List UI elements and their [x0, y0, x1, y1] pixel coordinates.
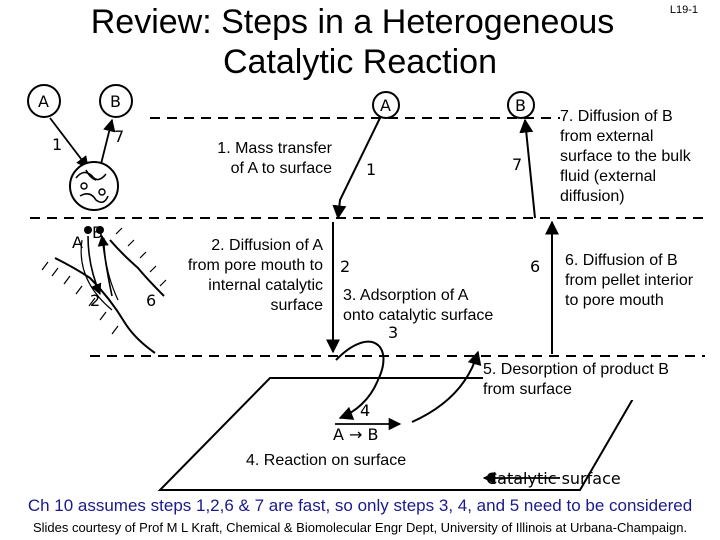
title-line-2: Catalytic Reaction — [222, 43, 497, 81]
label-a-small: A — [38, 92, 49, 111]
step-6-label: 6. Diffusion of B from pellet interior t… — [565, 252, 694, 309]
label-num1-main: 1 — [366, 160, 376, 179]
species-a-circle-main — [372, 91, 400, 119]
label-b-main: B — [515, 96, 526, 115]
slide-title: Review: Steps in a Heterogeneous Catalyt… — [0, 2, 720, 82]
species-b-circle-main — [507, 91, 535, 119]
label-num2-main: 2 — [340, 257, 350, 276]
slide-id: L19-1 — [669, 4, 698, 16]
label-b-small: B — [110, 92, 121, 111]
step-1-label: 1. Mass transfer of A to surface — [217, 140, 332, 177]
label-num7-small: 7 — [114, 127, 124, 146]
label-num7-main: 7 — [512, 155, 522, 174]
step-2-label: 2. Diffusion of A from pore mouth to int… — [187, 237, 323, 314]
label-catalytic-surface: Catalytic surface — [486, 469, 621, 488]
label-a-pore: A — [72, 233, 83, 252]
label-num2-pore: 2 — [90, 291, 100, 310]
title-line-1: Review: Steps in a Heterogeneous — [90, 3, 615, 41]
species-b-circle-small — [99, 84, 133, 118]
step-7-arrow — [519, 118, 536, 219]
label-a-main: A — [380, 96, 391, 115]
label-num1-small: 1 — [52, 135, 62, 154]
step-4-label: 4. Reaction on surface — [246, 452, 407, 469]
step-5-label: 5. Desorption of product B from surface — [483, 360, 713, 400]
footer-credit: Slides courtesy of Prof M L Kraft, Chemi… — [32, 520, 688, 535]
label-num6-pore: 6 — [146, 291, 156, 310]
label-num3-main: 3 — [388, 323, 398, 342]
step-3-arrow — [335, 340, 385, 420]
label-b-pore: B — [92, 223, 103, 242]
step-1-arrow — [332, 117, 381, 220]
pore-sketch-icon — [41, 226, 167, 354]
species-a-circle-small — [27, 84, 61, 118]
label-num6-main: 6 — [530, 257, 540, 276]
label-reaction: A → B — [333, 425, 379, 444]
step-7-label: 7. Diffusion of B from external surface … — [560, 107, 710, 207]
label-num4-main: 4 — [360, 401, 370, 420]
step-3-label: 3. Adsorption of A onto catalytic surfac… — [343, 287, 494, 324]
catalyst-pellet-icon — [69, 161, 119, 211]
footer-note: Ch 10 assumes steps 1,2,6 & 7 are fast, … — [27, 496, 693, 515]
step-5-arrow — [411, 350, 482, 423]
